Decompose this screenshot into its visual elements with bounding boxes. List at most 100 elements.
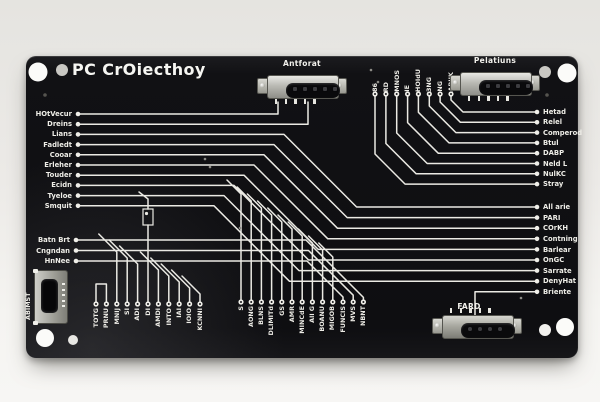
pin-label: Comperod (543, 128, 583, 137)
top-pin-label-group: 86RDMNOSIEHOIdU3NGNGABJIK (370, 58, 457, 92)
pin-label: Batn Brt (37, 236, 70, 245)
pin-label: S (236, 306, 245, 311)
pin-label: BOANU (318, 306, 327, 332)
pin-label: MIGOB (328, 306, 337, 331)
pin-label: Ecidn (51, 181, 72, 190)
component-footprint (142, 208, 154, 226)
pin-label: NulKC (543, 169, 566, 178)
connector-face (461, 323, 515, 338)
connector-face (479, 80, 533, 95)
usb-pins (62, 283, 65, 307)
pin-label: GS (277, 306, 286, 316)
usb-opening (41, 279, 58, 313)
pin-label: Touder (45, 171, 72, 180)
pin-label: BLNS (257, 306, 266, 325)
pin-label: AMDi (154, 308, 163, 327)
pin-label: FUNCIS (338, 306, 347, 333)
connector-pins (486, 84, 530, 88)
label-pads (73, 109, 540, 295)
pin-label: Barlear (543, 245, 571, 254)
solder-pins (275, 99, 316, 104)
pin-label: Btul (543, 139, 559, 148)
solder-pins (468, 96, 509, 101)
pin-label: Briente (543, 288, 572, 297)
usb-connector (33, 269, 68, 325)
pin-label: Dreins (47, 120, 72, 129)
vias (203, 68, 523, 300)
trace-network (75, 93, 536, 316)
pin-label: AMR (287, 306, 296, 323)
pin-label: SI (122, 308, 131, 315)
pin-label: 3NG (425, 76, 434, 92)
pin-label: IE (403, 85, 412, 92)
pin-label: INTO (164, 308, 173, 326)
pin-label: TOTG (91, 308, 100, 328)
screw-icon (512, 322, 517, 328)
screw-icon (260, 82, 265, 88)
pin-label: RD (381, 81, 390, 92)
connector-pins (468, 327, 502, 331)
db9-connector-fard: FARD (432, 302, 522, 345)
connector-pins (293, 87, 337, 91)
screw-icon (530, 79, 535, 85)
pin-label: All arie (543, 203, 571, 212)
pin-label: DABP (543, 149, 565, 158)
connector-shell (460, 72, 533, 96)
db9-connector-pelatiuns: Pelatiuns (450, 56, 540, 102)
pin-label: KCNNI (195, 308, 204, 331)
pin-label: ADI (133, 308, 142, 321)
pin-label: PARI (543, 213, 561, 222)
pin-label: Neld L (543, 159, 568, 168)
pin-label: OnGC (543, 256, 565, 265)
pin-label: DLIMITd (267, 306, 276, 336)
pin-holes (95, 93, 452, 305)
solder-lug (33, 321, 38, 325)
pin-label: HOIdU (414, 69, 423, 92)
pin-label: Cngndan (36, 246, 70, 255)
pin-label: HOtVecur (35, 110, 72, 119)
pin-label: NBNT (359, 306, 368, 326)
pin-label: Relel (543, 118, 563, 127)
connector-shell (267, 75, 340, 99)
pin-label: AONG (246, 306, 255, 327)
connector-label: Pelatiuns (473, 56, 517, 65)
connector-label: FARD (457, 302, 481, 311)
screw-icon (435, 322, 440, 328)
pin-label: 86 (370, 83, 379, 92)
pin-label: MVS (348, 306, 357, 322)
pin-label: MINCdE (297, 306, 306, 334)
usb-label: ABIMST (24, 292, 32, 320)
pin-label: Cooar (49, 150, 72, 159)
pin-label: Stray (543, 180, 564, 189)
copper-traces (28, 62, 577, 347)
pin-label: DenyHat (543, 277, 577, 286)
pin-label: MNIJ (112, 308, 121, 325)
solder-lug (33, 269, 38, 273)
mounting-holes (28, 62, 577, 347)
pin-label: Hetad (543, 108, 566, 117)
connector-shell (442, 315, 515, 339)
pin-label: Smquit (44, 201, 72, 210)
pin-label: Lians (51, 130, 72, 139)
pin-label: IOIO (185, 308, 194, 324)
pin-label: Sarrate (543, 266, 572, 275)
connector-face (286, 83, 340, 98)
pin-label: MNOS (392, 70, 401, 92)
pin-label: COrKH (543, 224, 569, 233)
db9-connector-antforat: Antforat (257, 59, 347, 105)
pin-label: PRNU (102, 308, 111, 329)
pin-label: Fadledt (43, 140, 72, 149)
screw-icon (453, 79, 458, 85)
pin-label: NG (435, 81, 444, 92)
pin-label: IAI (174, 308, 183, 318)
connector-label: Antforat (283, 59, 321, 68)
screw-icon (337, 82, 342, 88)
